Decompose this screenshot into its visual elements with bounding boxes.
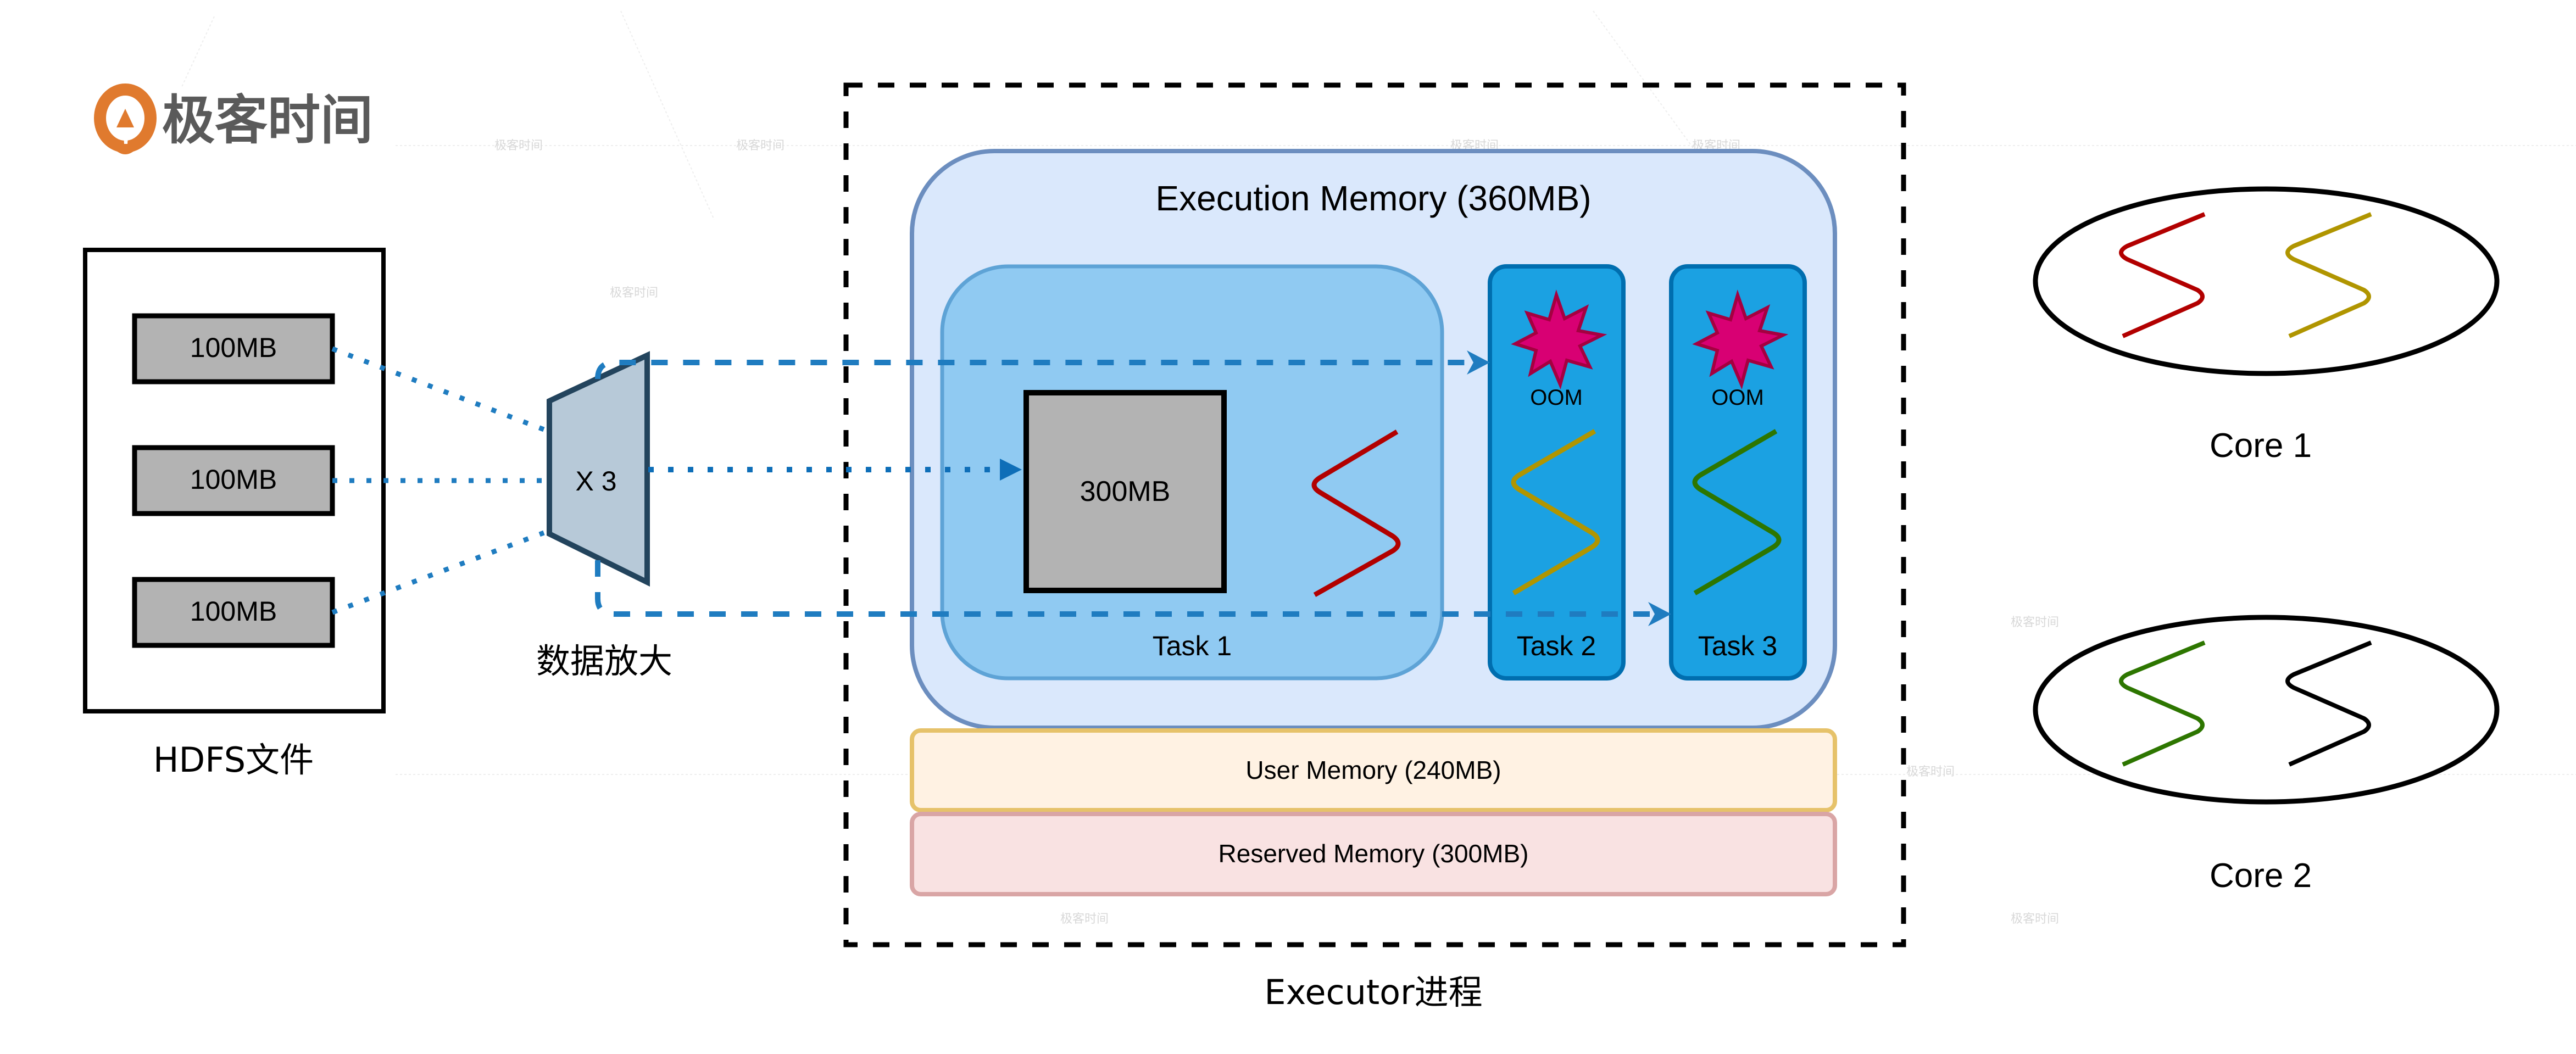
core-1-ellipse	[2033, 186, 2500, 376]
reserved-memory: Reserved Memory (300MB)	[910, 812, 1837, 896]
block-connectors	[331, 346, 545, 615]
thread-icon	[2285, 212, 2372, 338]
hdfs-block: 100MB	[132, 313, 335, 384]
data-block-300mb	[1023, 390, 1227, 593]
oom-burst-icon	[1511, 289, 1607, 390]
task-1: 300MB Task 1	[940, 264, 1444, 681]
watermark: 极客时间	[2011, 616, 2059, 629]
watermark: 极客时间	[494, 139, 543, 153]
thread-icon	[2119, 212, 2206, 338]
core-2-ellipse	[2033, 615, 2500, 805]
brand-logo: 极客时间	[94, 83, 373, 154]
amplifier-caption: 数据放大	[536, 641, 672, 681]
thread-icon	[2285, 640, 2372, 767]
task-2-box	[1488, 264, 1626, 681]
arrow-to-task-3	[595, 560, 1667, 617]
user-memory-box	[910, 728, 1837, 812]
hdfs-block-label: 100MB	[190, 464, 277, 495]
connector-line	[331, 530, 545, 615]
oom-label: OOM	[1530, 386, 1583, 410]
logo-icon	[94, 83, 157, 154]
connector-line	[331, 346, 545, 432]
flow-arrows	[595, 359, 1667, 617]
task-2: OOM Task 2	[1488, 264, 1626, 681]
task-3-box	[1669, 264, 1807, 681]
core-1: Core 1	[2033, 186, 2500, 465]
hdfs-label: HDFS文件	[153, 740, 314, 780]
hdfs-file: 100MB 100MB 100MB HDFS文件	[83, 248, 386, 780]
logo-text: 极客时间	[162, 90, 373, 151]
watermark: 极客时间	[1060, 912, 1109, 926]
core-2: Core 2	[2033, 615, 2500, 895]
executor-caption: Executor进程	[1264, 972, 1482, 1012]
data-block-label: 300MB	[1080, 476, 1171, 508]
thread-icon	[1692, 429, 1782, 595]
arrow-to-task-2	[595, 359, 1484, 380]
task-3: OOM Task 3	[1669, 264, 1807, 681]
user-memory-label: User Memory (240MB)	[1245, 756, 1501, 784]
thread-icon	[1311, 430, 1401, 597]
thread-icon	[1511, 429, 1600, 595]
watermark: 极客时间	[610, 286, 658, 300]
watermark: 极客时间	[736, 139, 785, 153]
hdfs-block: 100MB	[132, 445, 335, 516]
execution-memory-title: Execution Memory (360MB)	[1155, 179, 1591, 218]
amplifier-label: X 3	[575, 466, 616, 497]
watermark: 极客时间	[1906, 765, 1955, 779]
task-label: Task 3	[1698, 631, 1778, 661]
task-label: Task 2	[1517, 631, 1596, 661]
amplifier-shape	[547, 351, 650, 587]
watermark: 极客时间	[2011, 912, 2059, 926]
hdfs-block-label: 100MB	[190, 596, 277, 627]
oom-label: OOM	[1711, 386, 1764, 410]
execution-memory: Execution Memory (360MB) 300MB Task 1 OO…	[910, 149, 1837, 730]
arrowhead-task-3	[1648, 602, 1671, 626]
task-label: Task 1	[1153, 631, 1232, 661]
oom-burst-icon	[1692, 289, 1789, 390]
reserved-memory-box	[910, 812, 1837, 896]
data-amplifier: X 3 数据放大	[536, 351, 672, 681]
hdfs-block-label: 100MB	[190, 332, 277, 363]
core-label: Core 2	[2210, 857, 2312, 895]
reserved-memory-label: Reserved Memory (300MB)	[1219, 839, 1529, 868]
thread-icon	[2119, 640, 2206, 767]
core-label: Core 1	[2210, 427, 2312, 465]
arrowhead-task-2	[1467, 350, 1490, 375]
hdfs-block: 100MB	[132, 577, 335, 648]
user-memory: User Memory (240MB)	[910, 728, 1837, 812]
